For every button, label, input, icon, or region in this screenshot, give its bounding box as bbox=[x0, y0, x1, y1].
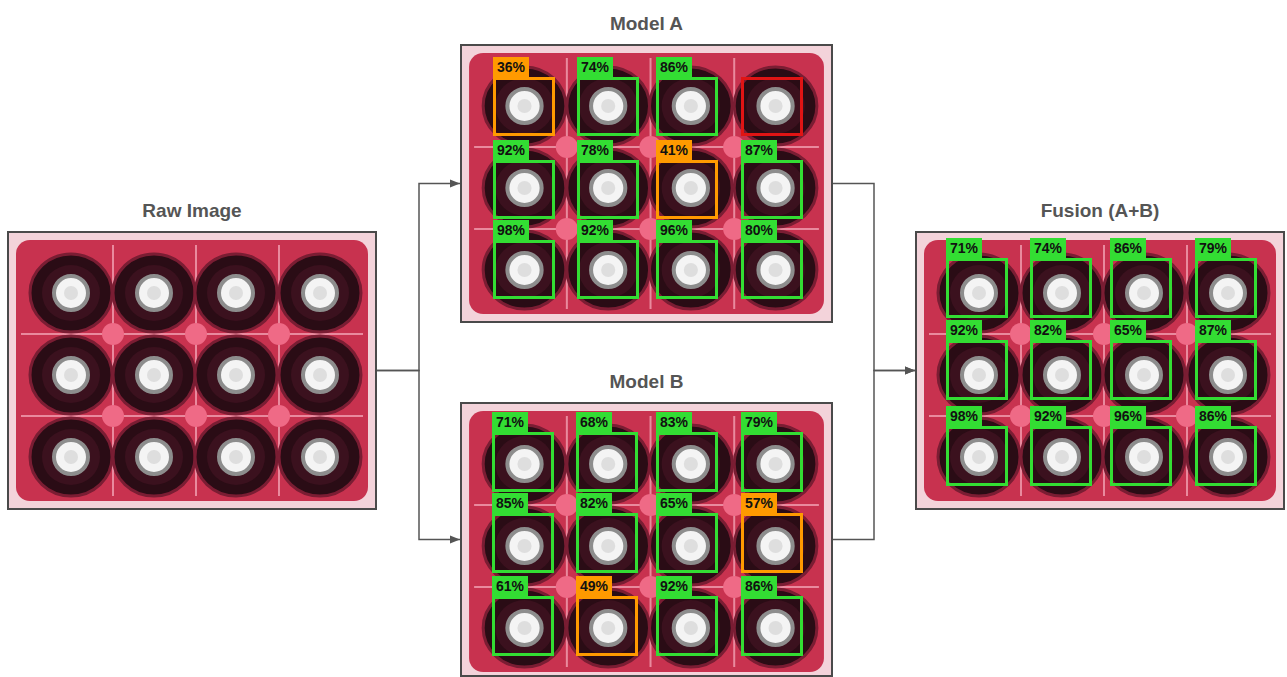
confidence-label: 96% bbox=[656, 220, 692, 240]
raw-crate-photo bbox=[9, 233, 375, 508]
detection-box: 92% bbox=[946, 340, 1008, 400]
detection-box: 82% bbox=[1030, 340, 1092, 400]
confidence-label: 61% bbox=[492, 576, 528, 596]
detection-box: 57% bbox=[741, 513, 803, 573]
detection-box: 92% bbox=[1030, 426, 1092, 486]
confidence-label: 92% bbox=[493, 140, 529, 160]
detection-box: 79% bbox=[741, 432, 803, 492]
confidence-label: 96% bbox=[1110, 406, 1146, 426]
confidence-label: 80% bbox=[741, 220, 777, 240]
detection-box: 36% bbox=[493, 77, 555, 136]
panel-title: Model A bbox=[462, 13, 831, 35]
detection-box: 71% bbox=[946, 258, 1008, 318]
detection-box: 85% bbox=[492, 513, 554, 573]
confidence-label: 71% bbox=[946, 238, 982, 258]
confidence-label: 57% bbox=[741, 493, 777, 513]
flow-arrow bbox=[377, 184, 460, 371]
confidence-label: 79% bbox=[1195, 238, 1231, 258]
panel-title: Raw Image bbox=[9, 200, 375, 222]
confidence-label: 83% bbox=[656, 412, 692, 432]
detection-box: 87% bbox=[1195, 340, 1257, 400]
detection-box: 65% bbox=[656, 513, 718, 573]
flow-arrow bbox=[833, 184, 915, 371]
confidence-label: 82% bbox=[1030, 320, 1066, 340]
detection-box: 71% bbox=[492, 432, 554, 492]
detection-box: 98% bbox=[493, 240, 555, 299]
detection-box: 74% bbox=[577, 77, 639, 136]
detection-box: 78% bbox=[577, 160, 639, 219]
detection-box: 87% bbox=[741, 160, 803, 219]
detection-box: 96% bbox=[656, 240, 718, 299]
detection-box: 86% bbox=[1110, 258, 1172, 318]
detection-box: 98% bbox=[946, 426, 1008, 486]
confidence-label: 98% bbox=[946, 406, 982, 426]
image-panel: Model A36%74%86%92%78%41%87%98%92%96%80% bbox=[460, 44, 833, 323]
fusion-crate-photo bbox=[917, 233, 1283, 508]
confidence-label: 86% bbox=[656, 57, 692, 77]
detection-box: 96% bbox=[1110, 426, 1172, 486]
confidence-label: 41% bbox=[656, 140, 692, 160]
detection-box: 92% bbox=[577, 240, 639, 299]
panel-title: Fusion (A+B) bbox=[917, 200, 1283, 222]
confidence-label: 86% bbox=[741, 576, 777, 596]
detection-box: 92% bbox=[493, 160, 555, 219]
confidence-label: 68% bbox=[576, 412, 612, 432]
model-a-crate-photo bbox=[462, 46, 831, 321]
confidence-label: 92% bbox=[577, 220, 613, 240]
confidence-label: 78% bbox=[577, 140, 613, 160]
confidence-label: 82% bbox=[576, 493, 612, 513]
confidence-label: 71% bbox=[492, 412, 528, 432]
confidence-label: 98% bbox=[493, 220, 529, 240]
confidence-label: 65% bbox=[656, 493, 692, 513]
detection-box: 92% bbox=[656, 596, 718, 656]
detection-box: 80% bbox=[741, 240, 803, 299]
detection-box: 74% bbox=[1030, 258, 1092, 318]
detection-box: 86% bbox=[656, 77, 718, 136]
confidence-label: 87% bbox=[741, 140, 777, 160]
detection-box: 86% bbox=[1195, 426, 1257, 486]
confidence-label: 65% bbox=[1110, 320, 1146, 340]
image-panel: Fusion (A+B)71%74%86%79%92%82%65%87%98%9… bbox=[915, 231, 1285, 510]
detection-box: 86% bbox=[741, 596, 803, 656]
panel-title: Model B bbox=[462, 371, 831, 393]
detection-box: 82% bbox=[576, 513, 638, 573]
confidence-label: 85% bbox=[492, 493, 528, 513]
confidence-label: 79% bbox=[741, 412, 777, 432]
flow-arrow bbox=[377, 371, 460, 540]
confidence-label: 86% bbox=[1110, 238, 1146, 258]
confidence-label: 92% bbox=[946, 320, 982, 340]
confidence-label: 49% bbox=[576, 576, 612, 596]
image-panel: Raw Image bbox=[7, 231, 377, 510]
image-panel: Model B71%68%83%79%85%82%65%57%61%49%92%… bbox=[460, 402, 833, 677]
detection-box: 41% bbox=[656, 160, 718, 219]
detection-box: 79% bbox=[1195, 258, 1257, 318]
confidence-label: 92% bbox=[1030, 406, 1066, 426]
detection-box: 65% bbox=[1110, 340, 1172, 400]
confidence-label: 87% bbox=[1195, 320, 1231, 340]
confidence-label: 74% bbox=[1030, 238, 1066, 258]
detection-box: 49% bbox=[576, 596, 638, 656]
confidence-label: 36% bbox=[493, 57, 529, 77]
detection-box: 68% bbox=[576, 432, 638, 492]
confidence-label: 74% bbox=[577, 57, 613, 77]
missed-detection-box bbox=[743, 79, 802, 135]
confidence-label: 86% bbox=[1195, 406, 1231, 426]
detection-box: 83% bbox=[656, 432, 718, 492]
confidence-label: 92% bbox=[656, 576, 692, 596]
flow-arrow bbox=[833, 371, 915, 540]
detection-box: 61% bbox=[492, 596, 554, 656]
model-b-crate-photo bbox=[462, 404, 831, 677]
